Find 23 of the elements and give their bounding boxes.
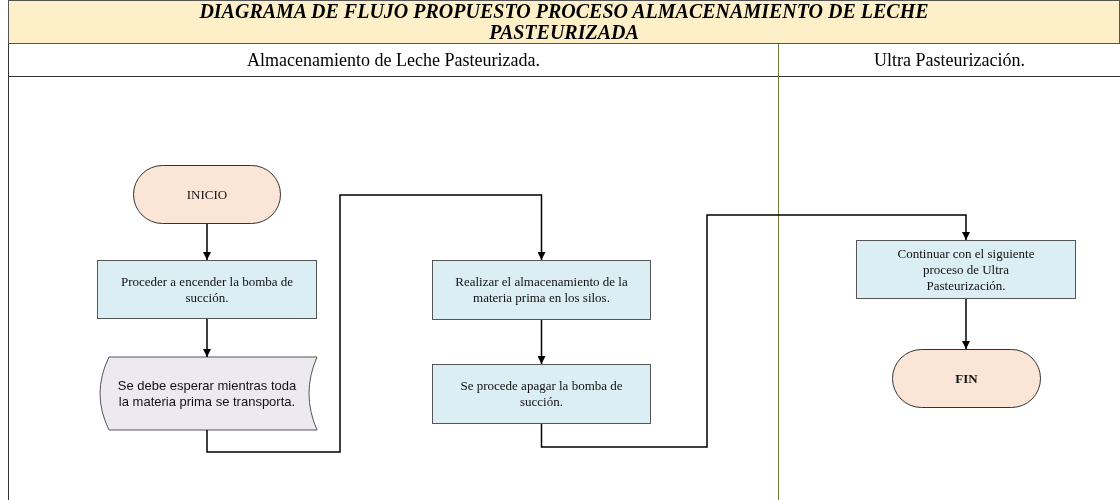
wait-shape — [97, 357, 317, 430]
process-box — [432, 260, 651, 320]
arrow — [203, 223, 211, 261]
swimlane — [778, 44, 1120, 500]
node-text: FIN — [954, 370, 979, 387]
arrow — [206, 194, 546, 453]
lane-title: Almacenamiento de Leche Pasteurizada. — [247, 49, 540, 71]
process-box — [97, 260, 317, 319]
arrow — [540, 214, 970, 448]
arrow — [537, 319, 546, 365]
node-text: Proceder a encender la bomba de succión. — [119, 273, 295, 306]
process-box — [856, 240, 1076, 299]
arrow — [203, 318, 211, 358]
title-banner: DIAGRAMA DE FLUJO PROPUESTO PROCESO ALMACENAMIENTO DE LECHE PASTEURIZADA — [8, 0, 1120, 44]
lane-title: Ultra Pasteurización. — [874, 49, 1025, 71]
process-box — [432, 364, 651, 424]
swimlane — [8, 44, 778, 500]
node-text: Se procede apagar la bomba de succión. — [459, 378, 624, 410]
node-text: INICIO — [185, 186, 229, 203]
node-text: Continuar con el siguiente proceso de Ultra Pasteurización. — [896, 245, 1036, 294]
arrow — [962, 298, 970, 350]
node-text: Realizar el almacenamiento de la materia prima en los silos. — [454, 274, 629, 306]
node-text: Se debe esperar mientras toda la materia prima se transporta. — [116, 377, 298, 410]
